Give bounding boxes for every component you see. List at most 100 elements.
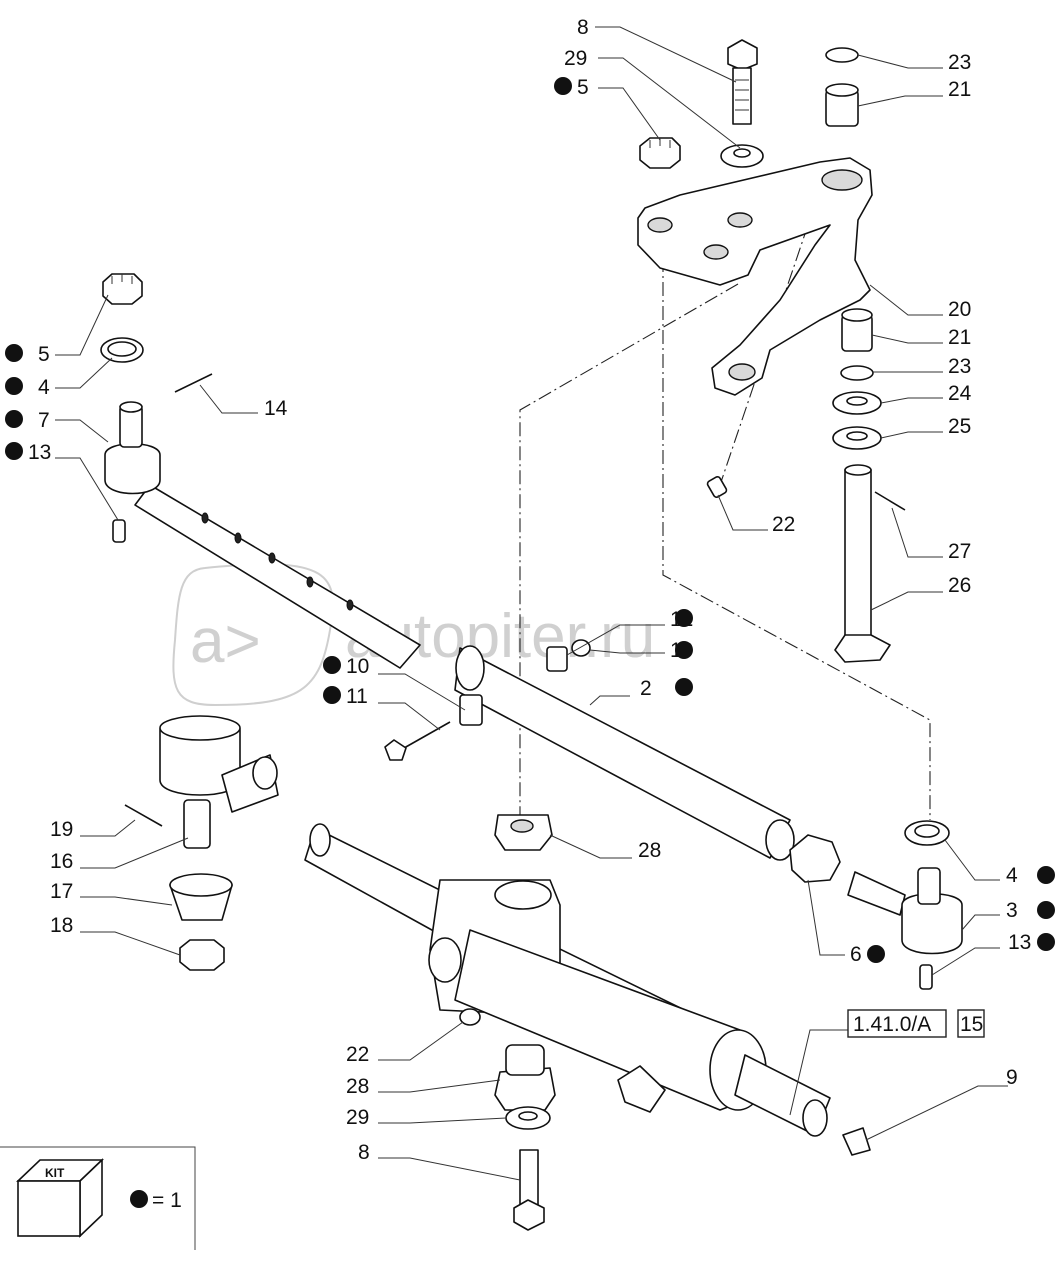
kit-legend: KIT = 1	[0, 1146, 196, 1250]
callout-14: 14	[264, 397, 288, 420]
callout-6: 6	[850, 943, 862, 966]
boot-17	[169, 873, 233, 921]
callout-16: 16	[50, 850, 73, 873]
callout-18: 18	[50, 914, 73, 937]
pin-27	[874, 491, 906, 511]
legend-equals: = 1	[152, 1189, 182, 1212]
bolt-11	[384, 721, 451, 761]
washer-left	[100, 337, 144, 363]
king-pin	[834, 464, 891, 663]
callout-5-top: 5	[577, 76, 589, 99]
steering-cylinder	[304, 823, 831, 1137]
watermark-logo: a>	[190, 607, 261, 676]
kit-dot-13-right	[1037, 933, 1055, 951]
kit-dot-4-left	[5, 377, 23, 395]
reference-suffix: 15	[960, 1013, 983, 1036]
callout-20: 20	[948, 298, 971, 321]
callout-27: 27	[948, 540, 971, 563]
callout-13-right: 13	[1008, 931, 1031, 954]
callout-24: 24	[948, 382, 972, 405]
callout-7-left: 7	[38, 409, 50, 432]
callout-23-mid: 23	[948, 355, 971, 378]
washer-bottom	[505, 1106, 551, 1130]
kit-dot-2	[675, 678, 693, 696]
cotter-pin-14	[174, 373, 213, 393]
castle-nut-top	[639, 137, 681, 169]
washer-25	[832, 426, 882, 450]
watermark: a> autopiter.ru	[172, 563, 655, 707]
kit-dot-13-left	[5, 442, 23, 460]
center-lines	[519, 224, 931, 820]
kit-dot-6	[867, 945, 885, 963]
o-ring-mid	[840, 365, 874, 381]
steering-arm	[637, 157, 873, 396]
plug-9	[842, 1127, 871, 1156]
washer-right	[904, 820, 950, 846]
tie-rod-left	[104, 401, 421, 669]
kit-dot-3	[1037, 901, 1055, 919]
washer-24	[832, 391, 882, 415]
bushing-top	[825, 83, 859, 127]
callout-23-top: 23	[948, 51, 971, 74]
o-ring-top	[825, 47, 859, 63]
callout-4-left: 4	[38, 376, 50, 399]
callout-22-bottom: 22	[346, 1043, 369, 1066]
cotter-pin-19	[124, 804, 163, 827]
nut-6	[789, 834, 841, 883]
callout-labels: 8 29 5 23 21 5 4 7 13 14 20 21 23 24 25 …	[5, 16, 1055, 1164]
tie-tube	[454, 645, 795, 861]
callout-8-bottom: 8	[358, 1141, 370, 1164]
callout-21-top: 21	[948, 78, 971, 101]
callout-17: 17	[50, 880, 73, 903]
kit-dot-10-left	[323, 656, 341, 674]
callout-10-left: 10	[346, 655, 369, 678]
callout-2: 2	[640, 677, 652, 700]
bushing-28-top	[494, 814, 553, 851]
grease-nipple-bottom	[459, 1008, 481, 1026]
bolt-bottom	[513, 1149, 545, 1231]
callout-28-bottom: 28	[346, 1075, 369, 1098]
tie-rod-end-right	[847, 867, 963, 955]
kit-box-icon	[16, 1158, 104, 1238]
callout-8-top: 8	[577, 16, 589, 39]
callout-19: 19	[50, 818, 73, 841]
callout-29-bottom: 29	[346, 1106, 369, 1129]
reference-box: 1.41.0/A 15	[847, 1009, 985, 1038]
kit-dot-11	[323, 686, 341, 704]
callout-11: 11	[346, 685, 368, 708]
kit-dot-5-left	[5, 344, 23, 362]
castle-nut-left	[102, 273, 143, 305]
callout-5-left: 5	[38, 343, 50, 366]
nut-10-right	[571, 639, 591, 657]
reference-code: 1.41.0/A	[853, 1013, 931, 1036]
callout-21-mid: 21	[948, 326, 971, 349]
callout-25: 25	[948, 415, 971, 438]
kit-dot-5-top	[554, 77, 572, 95]
kit-dot-4-right	[1037, 866, 1055, 884]
clamp-10-left	[459, 694, 483, 726]
clamp-12	[546, 646, 568, 672]
callout-3: 3	[1006, 899, 1018, 922]
callout-26: 26	[948, 574, 971, 597]
leader-lines	[55, 26, 1008, 1181]
grease-nipple-left	[112, 519, 126, 543]
castle-nut-18	[179, 939, 225, 971]
bolt-top	[727, 39, 758, 125]
kit-dot-12	[675, 609, 693, 627]
grease-nipple-right	[919, 964, 933, 990]
kit-label: KIT	[45, 1166, 65, 1180]
callout-29-top: 29	[564, 47, 587, 70]
grease-nipple-top	[706, 476, 728, 498]
callout-13-left: 13	[28, 441, 51, 464]
callout-4-right: 4	[1006, 864, 1018, 887]
legend-dot	[130, 1190, 148, 1208]
bushing-mid	[841, 308, 873, 352]
ball-joint-16	[159, 715, 279, 849]
callout-9: 9	[1006, 1066, 1018, 1089]
callout-28-top: 28	[638, 839, 661, 862]
bushing-28-bottom	[494, 1044, 556, 1111]
kit-dot-7-left	[5, 410, 23, 428]
callout-22-top: 22	[772, 513, 795, 536]
washer-top	[720, 144, 764, 168]
